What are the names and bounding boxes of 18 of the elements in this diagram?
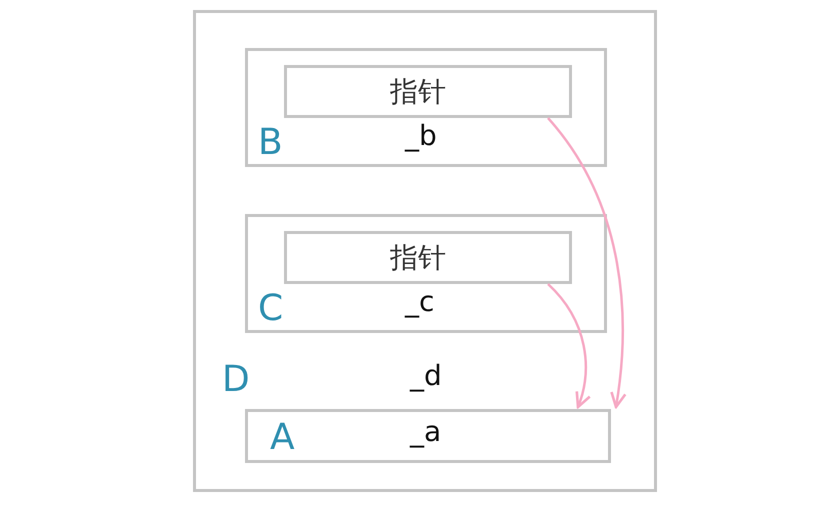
pointer-box — [284, 65, 572, 118]
arrow — [547, 283, 591, 408]
arrow — [547, 117, 626, 408]
pointer-label: 指针 — [390, 78, 446, 106]
class-label: D — [222, 362, 250, 398]
member-label: _c — [405, 288, 434, 316]
pointer-box — [284, 231, 572, 284]
class-label: A — [270, 420, 295, 456]
member-label: _d — [410, 362, 442, 390]
pointer-label: 指针 — [390, 244, 446, 272]
member-label: _a — [410, 418, 442, 446]
class-label: B — [258, 125, 283, 161]
class-label: C — [258, 291, 284, 327]
layout-box — [245, 214, 607, 333]
layout-box — [193, 10, 657, 492]
member-label: _b — [405, 122, 437, 150]
layout-box — [245, 48, 607, 167]
layout-box — [245, 409, 611, 463]
